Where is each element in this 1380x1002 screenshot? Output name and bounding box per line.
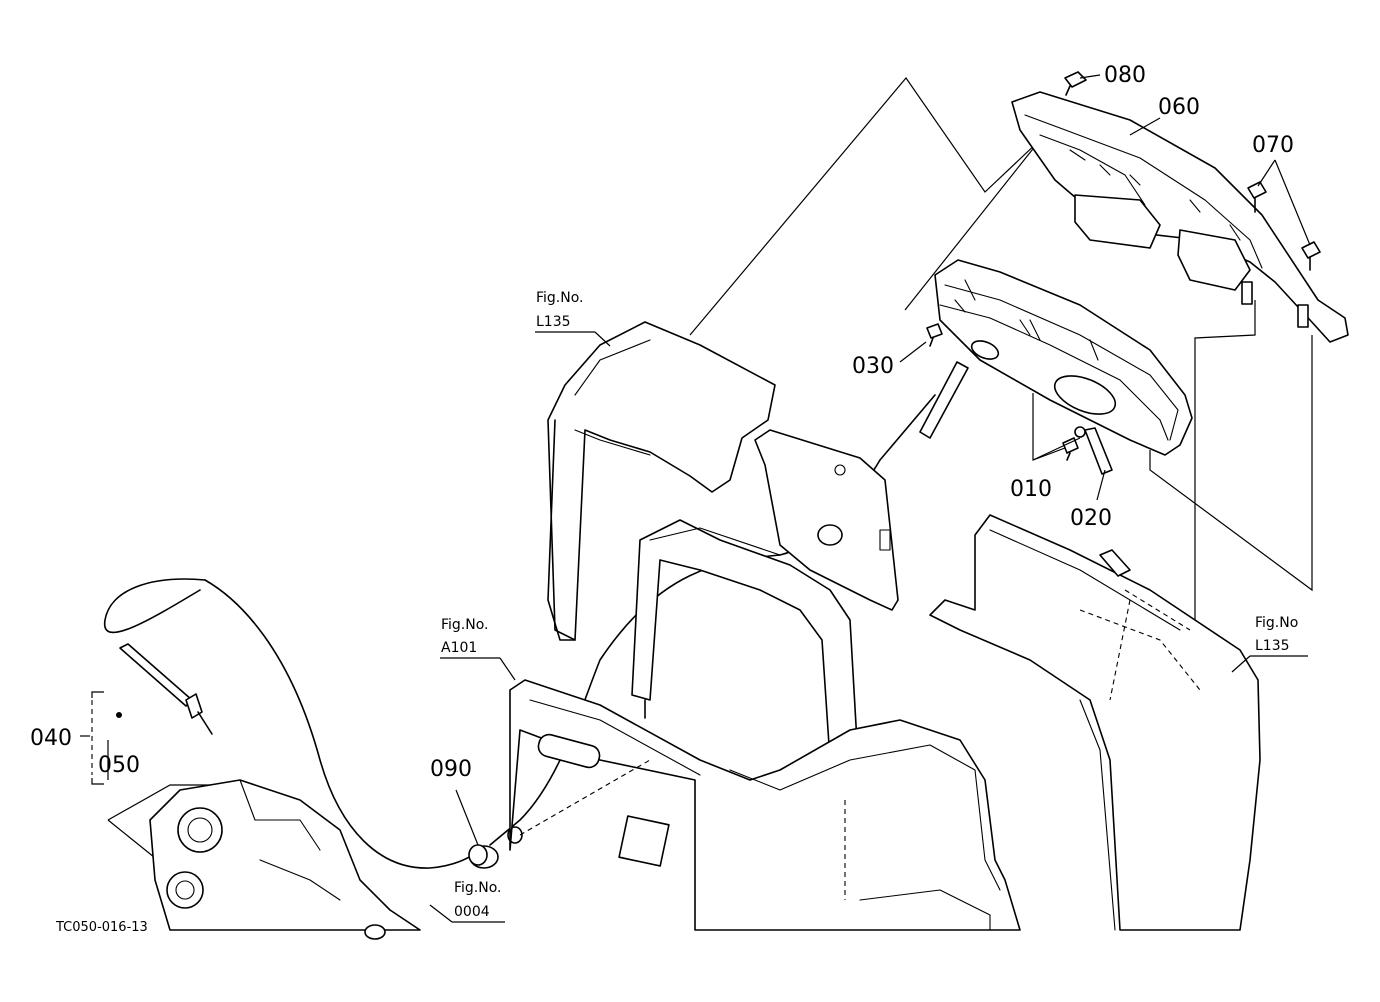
svg-text:A101: A101 <box>441 640 477 656</box>
grommet-090 <box>455 789 523 869</box>
screw-080 <box>1064 71 1101 96</box>
svg-text:0004: 0004 <box>454 904 490 920</box>
screw-070-b <box>1301 241 1321 271</box>
svg-text:L135: L135 <box>1255 638 1290 654</box>
part-number-labels: 080 060 070 030 010 020 040 050 090 <box>30 63 1294 782</box>
meter-unit-010 <box>934 259 1193 456</box>
part-label-010: 010 <box>1010 477 1052 502</box>
svg-text:Fig.No.: Fig.No. <box>441 617 489 633</box>
screw-010 <box>1062 437 1079 461</box>
svg-text:L135: L135 <box>536 314 571 330</box>
part-label-020: 020 <box>1070 506 1112 531</box>
part-label-060: 060 <box>1158 95 1200 120</box>
figure-ref-0004: Fig.No. 0004 <box>454 880 502 920</box>
bracket-panel <box>754 429 899 611</box>
right-fender <box>929 514 1261 931</box>
figure-ref-underlines <box>429 331 1308 923</box>
part-label-030: 030 <box>852 354 894 379</box>
figure-ref-l135-top: Fig.No. L135 <box>536 290 584 330</box>
lower-body <box>509 679 1021 931</box>
svg-text:Fig.No.: Fig.No. <box>536 290 584 306</box>
screw-030 <box>926 323 943 347</box>
svg-text:Fig.No: Fig.No <box>1255 615 1298 631</box>
alignment-dashes <box>519 599 1131 900</box>
part-label-090: 090 <box>430 757 472 782</box>
screw-070-a <box>1247 181 1267 213</box>
group-bracket-040 <box>80 691 104 785</box>
part-label-050: 050 <box>98 753 140 778</box>
part-label-070: 070 <box>1252 133 1294 158</box>
engine-block <box>149 779 421 940</box>
drawing-code: TC050-016-13 <box>55 920 148 935</box>
svg-text:Fig.No.: Fig.No. <box>454 880 502 896</box>
label-leaders <box>107 117 1311 780</box>
part-label-080: 080 <box>1104 63 1146 88</box>
figure-ref-a101: Fig.No. A101 <box>441 617 489 656</box>
upper-cover <box>547 321 776 641</box>
clip-020 <box>1074 426 1113 475</box>
figure-ref-l135-right: Fig.No L135 <box>1255 615 1298 654</box>
part-label-040: 040 <box>30 726 72 751</box>
meter-panel-060 <box>1011 91 1349 343</box>
